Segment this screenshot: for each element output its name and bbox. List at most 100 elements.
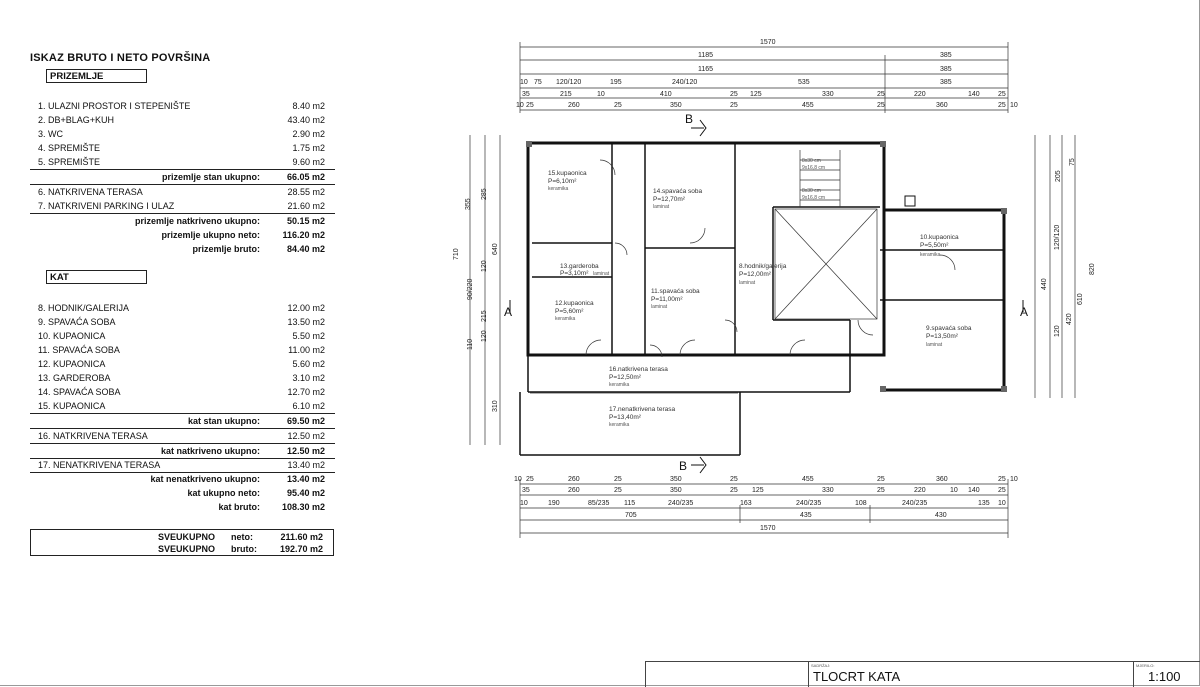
section-label-a-right: A: [1020, 305, 1028, 319]
section-label-b-top: B: [685, 112, 693, 126]
dim-label: 25: [998, 487, 1006, 494]
dim-label: 220: [914, 487, 926, 494]
dim-label: 75: [534, 79, 542, 86]
dim-label: 410: [660, 91, 672, 98]
room-label: 9.spavaća soba: [926, 325, 972, 332]
dim-label: 310: [492, 400, 499, 412]
subtotal-row: kat bruto:108.30 m2: [218, 502, 326, 512]
title-block-content: SADRŽAJ: TLOCRT KATA: [808, 662, 1134, 687]
dim-label: 125: [752, 487, 764, 494]
dim-label: 220: [914, 91, 926, 98]
room-area: P=13,50m²: [926, 333, 959, 340]
section-label-a-left: A: [504, 305, 512, 319]
subtotal-row: prizemlje ukupno neto:116.20 m2: [161, 230, 325, 240]
dim-label: 215: [481, 310, 488, 322]
dim-label: 120: [481, 330, 488, 342]
room-label: 12.kupaonica: [555, 300, 594, 307]
dim-label: 85/235: [588, 500, 610, 507]
dim-label: 25: [614, 476, 622, 483]
dim-label: 25: [877, 476, 885, 483]
column-icon: [880, 386, 886, 392]
dim-label: 435: [800, 512, 812, 519]
dim-label: 430: [935, 512, 947, 519]
stair-annotation: 8x30 cm: [802, 158, 821, 164]
dim-label: 10: [1010, 102, 1018, 109]
room-area: P=11,00m²: [651, 296, 683, 303]
dim-label: 25: [730, 487, 738, 494]
subtotal-row: prizemlje bruto:84.40 m2: [192, 244, 325, 254]
dim-label: 205: [1055, 170, 1062, 182]
dim-label: 120/120: [1054, 225, 1061, 250]
dim-label: 108: [855, 500, 867, 507]
room-label: 15.kupaonica: [548, 170, 587, 177]
scale-caption: MJERILO:: [1136, 663, 1155, 668]
content-caption: SADRŽAJ:: [811, 663, 831, 668]
subtotal-row: prizemlje stan ukupno:66.05 m2: [30, 170, 335, 185]
section-header-floor: KAT: [46, 270, 147, 284]
subtotal-row: kat natkriveno ukupno:12.50 m2: [30, 444, 335, 459]
dim-label: 330: [822, 487, 834, 494]
dim-label: 1165: [698, 66, 713, 73]
room-material: keramika: [548, 186, 569, 192]
chimney-icon: [904, 195, 916, 207]
dim-label: 350: [670, 487, 682, 494]
room-area: P=12,50m²: [609, 374, 642, 381]
stair-annotation: 9x16,8 cm: [802, 165, 825, 171]
dim-label: 640: [492, 243, 499, 255]
dim-label: 190: [548, 500, 560, 507]
dim-label: 1185: [698, 52, 713, 59]
stair-annotation: 9x16,8 cm: [802, 195, 825, 201]
room-area: P=12,00m²: [739, 271, 772, 278]
dim-label: 10: [514, 476, 522, 483]
dim-label: 25: [526, 102, 534, 109]
dim-label: 115: [624, 500, 635, 507]
room-material: keramika: [609, 382, 630, 388]
column-icon: [880, 141, 886, 147]
dim-label: 215: [560, 91, 572, 98]
drawing-title: TLOCRT KATA: [813, 669, 901, 684]
section-label-b-bottom: B: [679, 459, 687, 473]
room-area: P=3,10m²: [560, 270, 589, 277]
dim-label: 10: [998, 500, 1006, 507]
room-material: keramika: [920, 252, 941, 258]
dim-label: 710: [453, 248, 460, 260]
dim-label: 10: [950, 487, 958, 494]
dim-label: 25: [614, 487, 622, 494]
column-icon: [526, 141, 532, 147]
subtotal-row: kat nenatkriveno ukupno:13.40 m2: [150, 474, 325, 484]
room-material: laminat: [593, 271, 610, 277]
dim-label: 25: [730, 102, 738, 109]
room-label: 14.spavaća soba: [653, 188, 703, 195]
room-label: 16.natkrivena terasa: [609, 366, 668, 373]
dim-label: 135: [978, 500, 990, 507]
dim-label: 163: [740, 500, 752, 507]
dim-label: 25: [998, 476, 1006, 483]
subtotal-row: kat stan ukupno:69.50 m2: [30, 414, 335, 429]
dim-label: 385: [940, 66, 952, 73]
title-block-scale: MJERILO: 1:100: [1133, 662, 1200, 687]
subtotal-row: prizemlje natkriveno ukupno:50.15 m2: [134, 216, 325, 226]
dim-label: 820: [1089, 263, 1096, 275]
dim-label: 360: [936, 476, 948, 483]
dim-label: 10: [520, 79, 528, 86]
room-area: P=6,10m²: [548, 178, 577, 185]
dim-label: 25: [730, 91, 738, 98]
dim-label: 25: [730, 476, 738, 483]
dim-label: 25: [998, 91, 1006, 98]
subtotal-row: kat ukupno neto:95.40 m2: [187, 488, 326, 498]
dim-label: 240/120: [672, 79, 697, 86]
dim-label: 120: [1054, 325, 1061, 337]
